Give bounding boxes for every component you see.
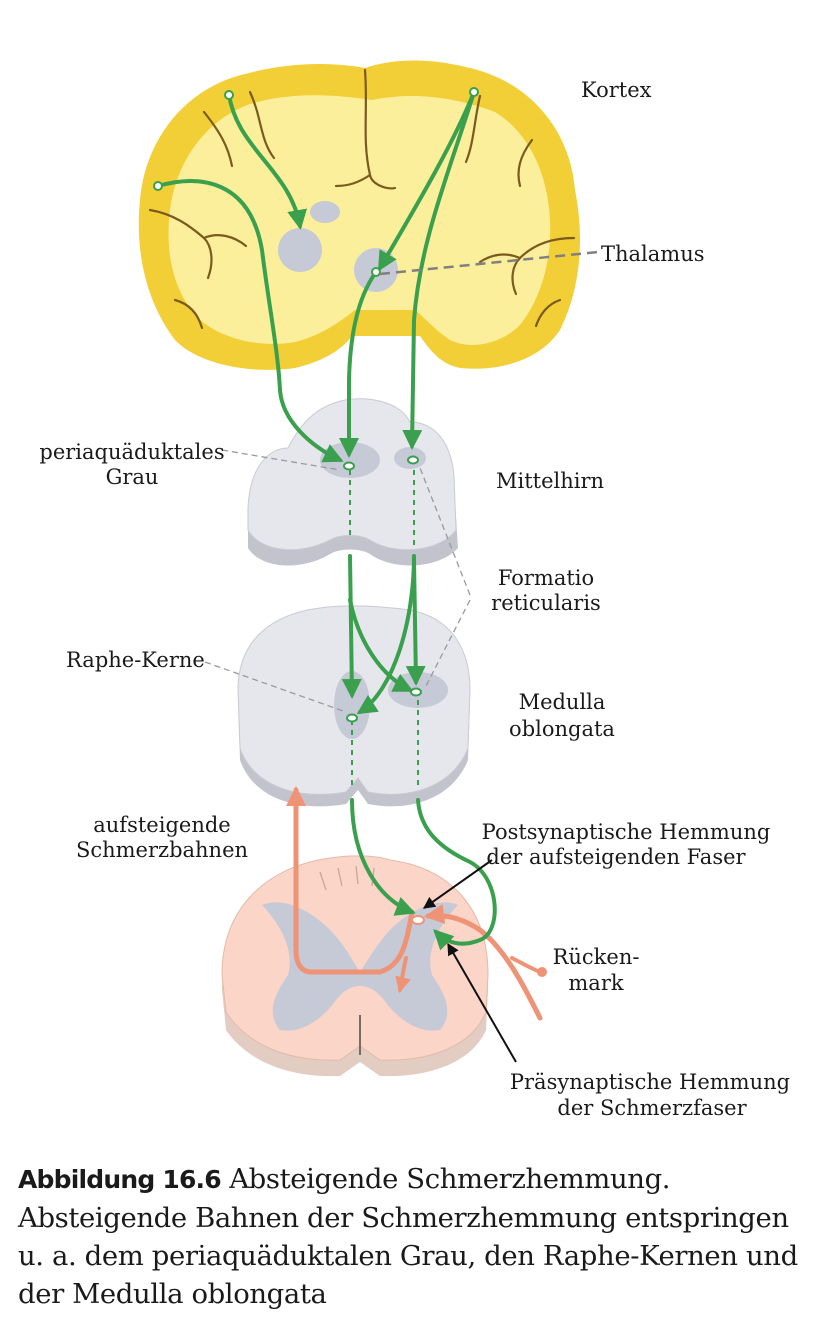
thalamus-leader (379, 250, 599, 276)
label-formatio-line2: reticularis (491, 591, 601, 615)
spinal-white-matter (221, 855, 489, 1061)
label-aufsteigende-line1: aufsteigende (93, 813, 230, 837)
formatio-leader-medulla (425, 599, 471, 687)
label-medulla-line2: oblongata (509, 717, 615, 741)
label-pag-line1: periaquäduktales (39, 440, 224, 464)
label-pag-line2: Grau (106, 465, 159, 489)
leader-lines (204, 250, 599, 1063)
pain-afferent-fiber (424, 904, 543, 1021)
midbrain-slice (247, 398, 458, 566)
label-raphe: Raphe-Kerne (66, 648, 205, 672)
synapse-node (411, 915, 425, 925)
label-ruecken-line1: Rücken- (553, 945, 640, 969)
label-praesyn-line2: der Schmerzfaser (557, 1096, 747, 1120)
collateral-branch (395, 956, 411, 994)
raphe-leader (204, 661, 347, 713)
cortex-section (138, 60, 581, 370)
label-kortex: Kortex (581, 78, 652, 102)
label-medulla-line1: Medulla (519, 690, 606, 714)
label-mittelhirn: Mittelhirn (496, 469, 604, 493)
basal-nucleus-small (310, 201, 340, 223)
labels: Kortex Thalamus periaquäduktales Grau Mi… (39, 78, 790, 1120)
label-praesyn-line1: Präsynaptische Hemmung (510, 1070, 790, 1094)
label-postsyn-line1: Postsynaptische Hemmung (482, 820, 771, 844)
cortex-sulci (148, 68, 576, 330)
descending-inhibition-pathways (156, 90, 497, 951)
afferent-ganglion (537, 967, 547, 977)
label-ruecken-line2: mark (568, 971, 623, 995)
caption-text: Absteigende Schmerzhemmung. Absteigende … (18, 1163, 798, 1310)
label-formatio-line1: Formatio (498, 566, 594, 590)
medulla-slice (237, 605, 471, 807)
figure-caption: Abbildung 16.6 Absteigende Schmerzhemmun… (18, 1160, 818, 1313)
ascending-fiber (286, 786, 415, 975)
label-postsyn-line2: der aufsteigenden Faser (486, 845, 746, 869)
ascending-pain-pathway (286, 786, 543, 1021)
label-aufsteigende-line2: Schmerzbahnen (76, 838, 248, 862)
basal-nucleus-left (278, 228, 322, 272)
descending-pain-inhibition-diagram: Kortex Thalamus periaquäduktales Grau Mi… (39, 60, 790, 1120)
presynaptic-arrow (447, 942, 517, 1063)
fiber-dashed-segments (349, 470, 419, 790)
postsynaptic-arrow (423, 859, 493, 909)
caption-lead: Abbildung 16.6 (18, 1165, 222, 1194)
label-thalamus: Thalamus (601, 242, 705, 266)
spinal-cord-slice (221, 855, 489, 1077)
neuron-nodes (153, 87, 479, 723)
formatio-leader-midbrain (419, 467, 471, 596)
